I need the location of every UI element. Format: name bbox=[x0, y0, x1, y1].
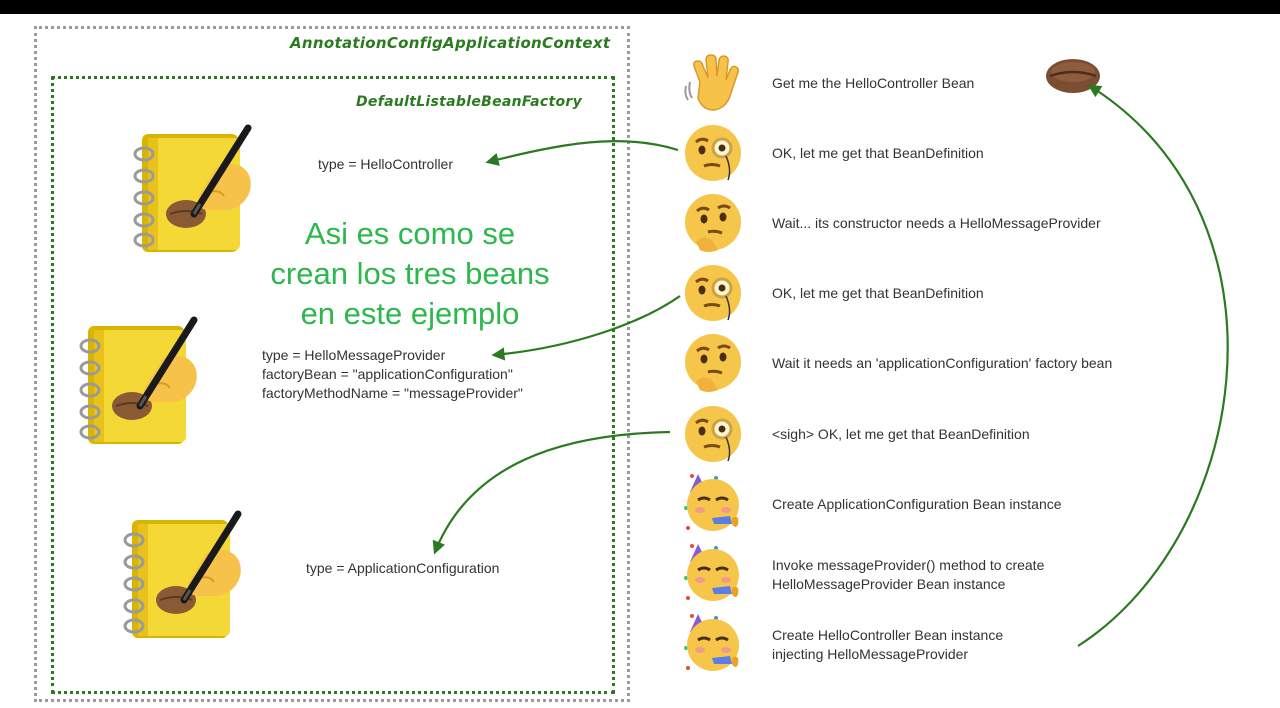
step-2: OK, let me get that BeanDefinition bbox=[772, 144, 984, 163]
step-1: Get me the HelloController Bean bbox=[772, 74, 974, 93]
step-9: Create HelloController Bean instance inj… bbox=[772, 626, 1003, 664]
step-line: OK, let me get that BeanDefinition bbox=[772, 285, 984, 301]
diagram-canvas: AnnotationConfigApplicationContext Defau… bbox=[0, 14, 1280, 708]
bean-factory-box bbox=[51, 76, 615, 694]
application-context-label: AnnotationConfigApplicationContext bbox=[290, 34, 611, 52]
step-8: Invoke messageProvider() method to creat… bbox=[772, 556, 1044, 594]
step-line: Wait it needs an 'applicationConfigurati… bbox=[772, 355, 1113, 371]
bean-factory-label: DefaultListableBeanFactory bbox=[356, 94, 583, 110]
notebook-with-pen-icon bbox=[66, 306, 216, 456]
step-line: injecting HelloMessageProvider bbox=[772, 646, 969, 662]
bean-definition-line: type = HelloController bbox=[318, 156, 454, 172]
bean-definition-line: type = HelloMessageProvider bbox=[262, 347, 446, 363]
step-6: <sigh> OK, let me get that BeanDefinitio… bbox=[772, 425, 1030, 444]
step-5: Wait it needs an 'applicationConfigurati… bbox=[772, 354, 1112, 373]
note-line: crean los tres beans bbox=[270, 256, 550, 291]
step-line: Get me the HelloController Bean bbox=[772, 75, 975, 91]
step-line: Invoke messageProvider() method to creat… bbox=[772, 557, 1045, 573]
step-line: <sigh> OK, let me get that BeanDefinitio… bbox=[772, 426, 1030, 442]
monocle-face-icon bbox=[682, 262, 744, 324]
step-line: OK, let me get that BeanDefinition bbox=[772, 145, 984, 161]
monocle-face-icon bbox=[682, 122, 744, 184]
bean-definition-hello-controller: type = HelloController bbox=[318, 155, 453, 174]
step-4: OK, let me get that BeanDefinition bbox=[772, 284, 984, 303]
bean-definition-line: type = ApplicationConfiguration bbox=[306, 560, 500, 576]
coffee-bean-icon bbox=[1044, 56, 1102, 96]
waving-hand-icon bbox=[682, 52, 744, 114]
partying-face-icon bbox=[682, 612, 744, 674]
step-line: Create ApplicationConfiguration Bean ins… bbox=[772, 496, 1062, 512]
bean-definition-application-configuration: type = ApplicationConfiguration bbox=[306, 559, 499, 578]
arrow-to-hello-controller bbox=[485, 140, 679, 166]
step-3: Wait... its constructor needs a HelloMes… bbox=[772, 214, 1101, 233]
partying-face-icon bbox=[682, 542, 744, 604]
bean-definition-line: factoryBean = "applicationConfiguration" bbox=[262, 366, 513, 382]
thinking-face-icon bbox=[682, 192, 744, 254]
partying-face-icon bbox=[682, 472, 744, 534]
notebook-with-pen-icon bbox=[120, 114, 270, 264]
step-line: HelloMessageProvider Bean instance bbox=[772, 576, 1006, 592]
thinking-face-icon bbox=[682, 332, 744, 394]
step-line: Wait... its constructor needs a HelloMes… bbox=[772, 215, 1101, 231]
note-line: Asi es como se bbox=[304, 216, 516, 251]
arrow-to-coffee-bean bbox=[1077, 84, 1229, 647]
annotation-note: Asi es como se crean los tres beans en e… bbox=[240, 214, 580, 334]
bean-definition-hello-message-provider: type = HelloMessageProvider factoryBean … bbox=[262, 346, 523, 403]
arrow-to-hello-message-provider bbox=[491, 295, 681, 361]
monocle-face-icon bbox=[682, 403, 744, 465]
step-7: Create ApplicationConfiguration Bean ins… bbox=[772, 495, 1062, 514]
application-context-box bbox=[34, 26, 630, 702]
step-line: Create HelloController Bean instance bbox=[772, 627, 1004, 643]
note-line: en este ejemplo bbox=[300, 296, 520, 331]
flow-arrows bbox=[432, 84, 1229, 647]
notebook-with-pen-icon bbox=[110, 500, 260, 650]
arrow-to-application-configuration bbox=[432, 430, 671, 555]
bean-definition-line: factoryMethodName = "messageProvider" bbox=[262, 385, 523, 401]
